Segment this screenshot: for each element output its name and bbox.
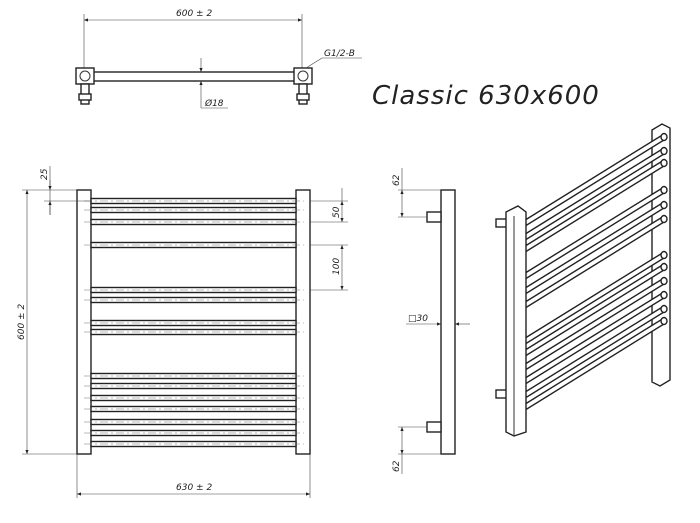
front-width-dimension: 630 ± 2 bbox=[176, 483, 212, 493]
iso-rail-end bbox=[660, 276, 668, 286]
iso-rail bbox=[521, 132, 665, 230]
drawing-title: Classic 630x600 bbox=[372, 81, 600, 111]
front-height-dimension: 600 ± 2 bbox=[17, 304, 27, 340]
thread-label: G1/2-B bbox=[324, 49, 355, 59]
front-spacing-small: 50 bbox=[332, 206, 342, 218]
top-width-dimension: 600 ± 2 bbox=[176, 9, 212, 19]
iso-rail-end bbox=[660, 304, 668, 314]
side-profile-label: □30 bbox=[408, 314, 428, 324]
iso-rail-end bbox=[660, 200, 668, 210]
iso-rail-end bbox=[660, 158, 668, 168]
iso-rail-end bbox=[660, 214, 668, 224]
side-bottom-offset: 62 bbox=[392, 460, 402, 472]
front-view: 600 ± 2 25 50 100 630 ± 2 bbox=[17, 166, 348, 498]
isometric-view bbox=[495, 123, 671, 437]
iso-rail-end bbox=[660, 262, 668, 272]
top-view: 600 ± 2 G1/2-B Ø18 bbox=[75, 9, 362, 109]
tube-diameter-label: Ø18 bbox=[204, 98, 224, 109]
side-top-offset: 62 bbox=[392, 174, 402, 186]
iso-rail-end bbox=[660, 290, 668, 300]
front-spacing-large: 100 bbox=[332, 258, 342, 275]
side-view: 62 62 □30 bbox=[392, 168, 470, 474]
iso-rails bbox=[521, 132, 668, 414]
iso-rail-end bbox=[660, 146, 668, 156]
iso-rail bbox=[521, 146, 665, 244]
front-top-offset: 25 bbox=[40, 168, 50, 180]
iso-rail-end bbox=[660, 250, 668, 260]
iso-rail-end bbox=[660, 132, 668, 142]
rails bbox=[84, 197, 304, 448]
iso-rail-end bbox=[660, 185, 668, 195]
iso-rail-end bbox=[660, 316, 668, 326]
